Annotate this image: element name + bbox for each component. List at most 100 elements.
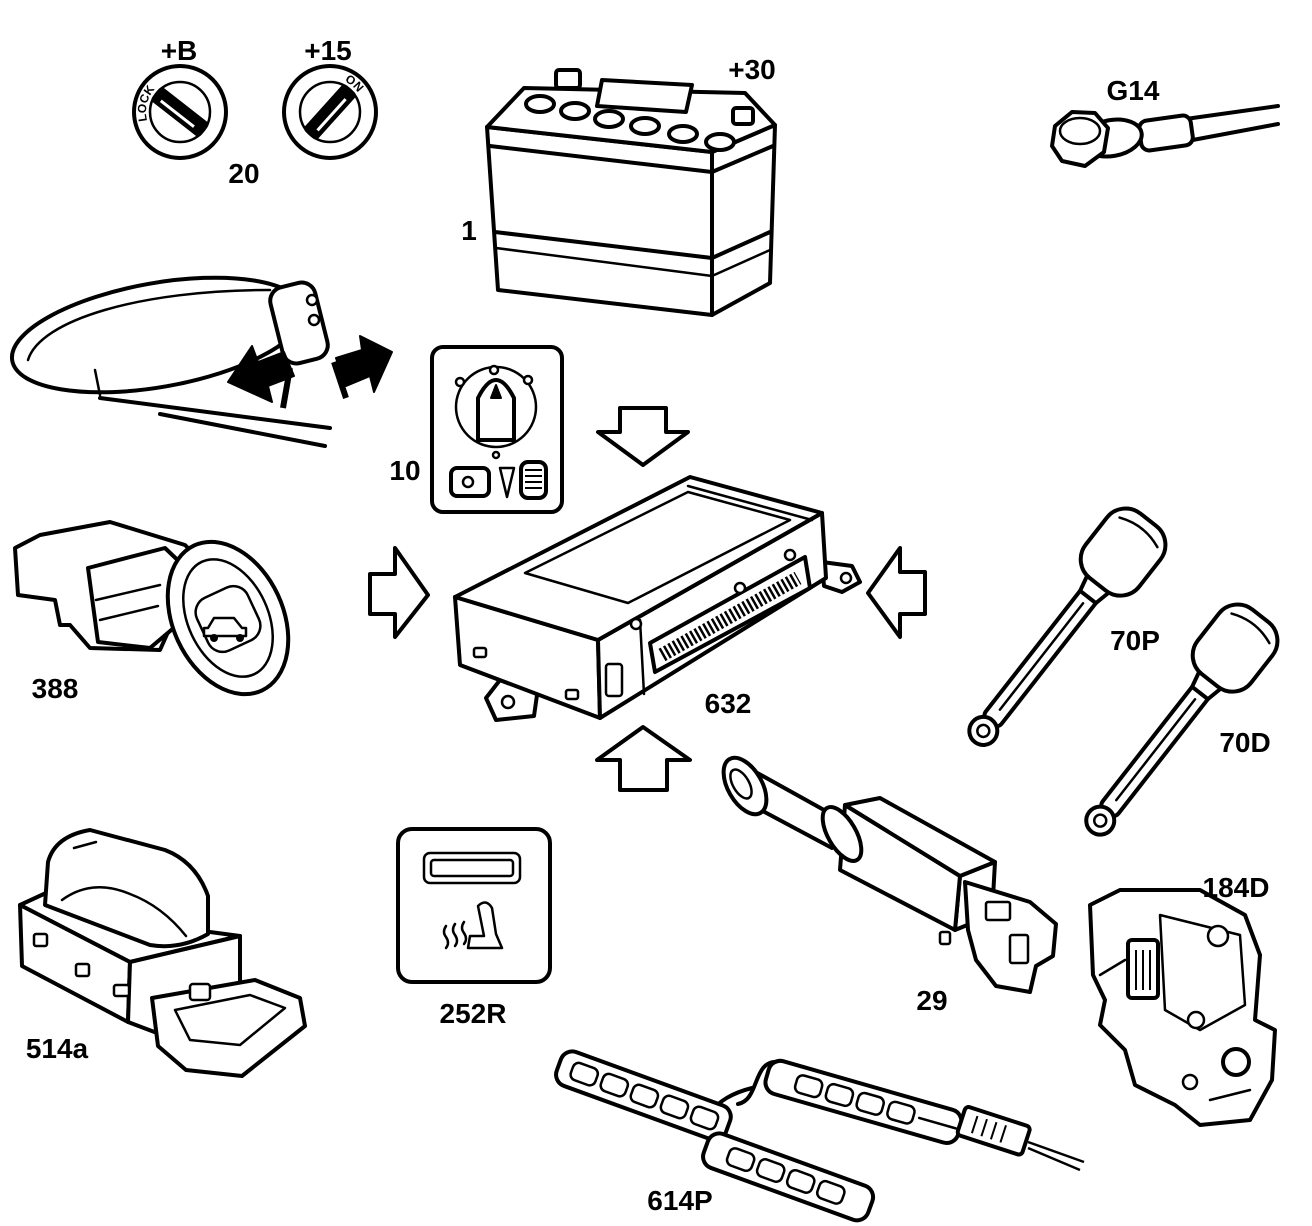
heat-wave-icon [451, 922, 459, 948]
window-switch-label: 514a [26, 1033, 89, 1064]
seatbelt-buckle-driver: 70D [1084, 602, 1280, 837]
housing-screw [629, 617, 643, 631]
ignition-switch: LOCK ON +B +15 20 [132, 35, 378, 189]
seatbelt-buckle-passenger-label: 70P [1110, 625, 1160, 656]
heating-pad [855, 1091, 885, 1116]
battery-cell-cap [524, 94, 556, 114]
heater-wire [1027, 1140, 1085, 1172]
heating-pad [815, 1179, 846, 1205]
steering-wheel-grip [93, 368, 102, 397]
strap-eye-hole [976, 723, 991, 739]
control-unit-label-panel [523, 490, 792, 605]
battery: +30 1 [461, 54, 777, 317]
end-face-slot [564, 688, 580, 701]
steering-wheel-grip [26, 288, 272, 362]
ignition-on-position: ON [282, 64, 378, 160]
arrow-up-icon [335, 335, 393, 393]
control-unit-rim [686, 484, 814, 522]
steering-wheel-stalk [9, 275, 393, 448]
strap-slot [1115, 698, 1197, 802]
ground-point-label: G14 [1107, 75, 1160, 106]
window-arrow-icon [72, 840, 98, 850]
lock-latch [1221, 1047, 1251, 1077]
light-dial-knob [476, 378, 516, 442]
heating-pad [793, 1074, 824, 1099]
control-unit-label: 632 [705, 688, 752, 719]
housing-screw [783, 548, 797, 562]
door-lock-label: 184D [1203, 872, 1270, 903]
lighting-switch: 10 [389, 345, 564, 514]
ignition-lock-position: LOCK [132, 64, 228, 160]
boot-release-switch-label: 388 [32, 673, 79, 704]
base-clip [32, 932, 49, 948]
connector-pins [970, 1115, 1007, 1143]
car-wheel [210, 634, 218, 642]
cable-crimp [1137, 113, 1195, 153]
heating-pad [659, 1094, 690, 1120]
battery-terminal-positive [731, 106, 755, 126]
seat-heating-switch: 252R [396, 827, 552, 1029]
dimmer-wheel-ribs [525, 469, 542, 489]
switch-body-top [843, 796, 997, 878]
battery-cell-cap [593, 109, 625, 129]
window-switch: 514a [18, 828, 307, 1078]
headlamp-level-icon [498, 466, 516, 499]
heat-wave-icon [460, 920, 468, 946]
arrow-down-icon [596, 406, 690, 467]
heating-pad [755, 1158, 786, 1183]
front-face-seam [638, 618, 646, 696]
boot-release-switch: 388 [13, 520, 291, 704]
fog-light-icon [461, 475, 475, 489]
heating-pad [599, 1072, 630, 1098]
connector-socket [173, 993, 287, 1047]
strap-slot [998, 602, 1085, 711]
battery-right-face [710, 123, 777, 317]
ground-point: G14 [1050, 75, 1280, 168]
battery-terminal [554, 68, 582, 90]
steering-column-line [158, 412, 327, 448]
ignition-switch-label: 20 [228, 158, 259, 189]
lock-position-label: +B [161, 35, 198, 66]
car-wheel [236, 634, 244, 642]
heating-pad [689, 1105, 720, 1131]
door-lock: 184D [1088, 872, 1277, 1127]
battery-cell-cap [559, 101, 591, 121]
key-slot [304, 84, 356, 140]
switch-collar [820, 805, 864, 863]
battery-cell-cap [667, 124, 699, 144]
arrow-down-icon [227, 345, 295, 403]
steering-column-line [98, 396, 332, 430]
seatbelt-buckle-passenger: 70P [967, 506, 1168, 747]
heating-pad [629, 1083, 660, 1109]
steering-column-stalk [268, 280, 330, 366]
connector-pins [658, 571, 802, 662]
parking-light-icon [454, 376, 466, 388]
battery-cell-cap [629, 116, 661, 136]
base-clip [74, 962, 91, 978]
mounting-hole [839, 571, 853, 585]
base-clip [112, 983, 131, 998]
seat-heating-element: 614P [554, 1049, 1085, 1223]
heating-pad [785, 1168, 816, 1194]
on-position-label: +15 [304, 35, 352, 66]
buckle-release-button [1118, 516, 1159, 549]
switch-plunger-tip [729, 768, 753, 800]
heating-pad [886, 1100, 916, 1125]
stalk-button [307, 313, 321, 327]
battery-lid [485, 86, 777, 154]
heating-pad [824, 1082, 855, 1108]
heat-wave-icon [442, 924, 450, 950]
battery-band [494, 246, 772, 278]
seat-icon [466, 901, 504, 950]
rocker-surface [60, 886, 188, 938]
end-face-slot [472, 646, 488, 659]
headlight-icon [522, 374, 534, 386]
door-lock-plate [1158, 913, 1247, 1032]
stalk-button [305, 293, 319, 307]
ground-bolt-head [1058, 116, 1102, 146]
lighting-switch-label: 10 [389, 455, 420, 486]
lock-lever [1098, 958, 1252, 1102]
arrow-right-icon [368, 546, 430, 639]
connector-tab [938, 930, 952, 946]
